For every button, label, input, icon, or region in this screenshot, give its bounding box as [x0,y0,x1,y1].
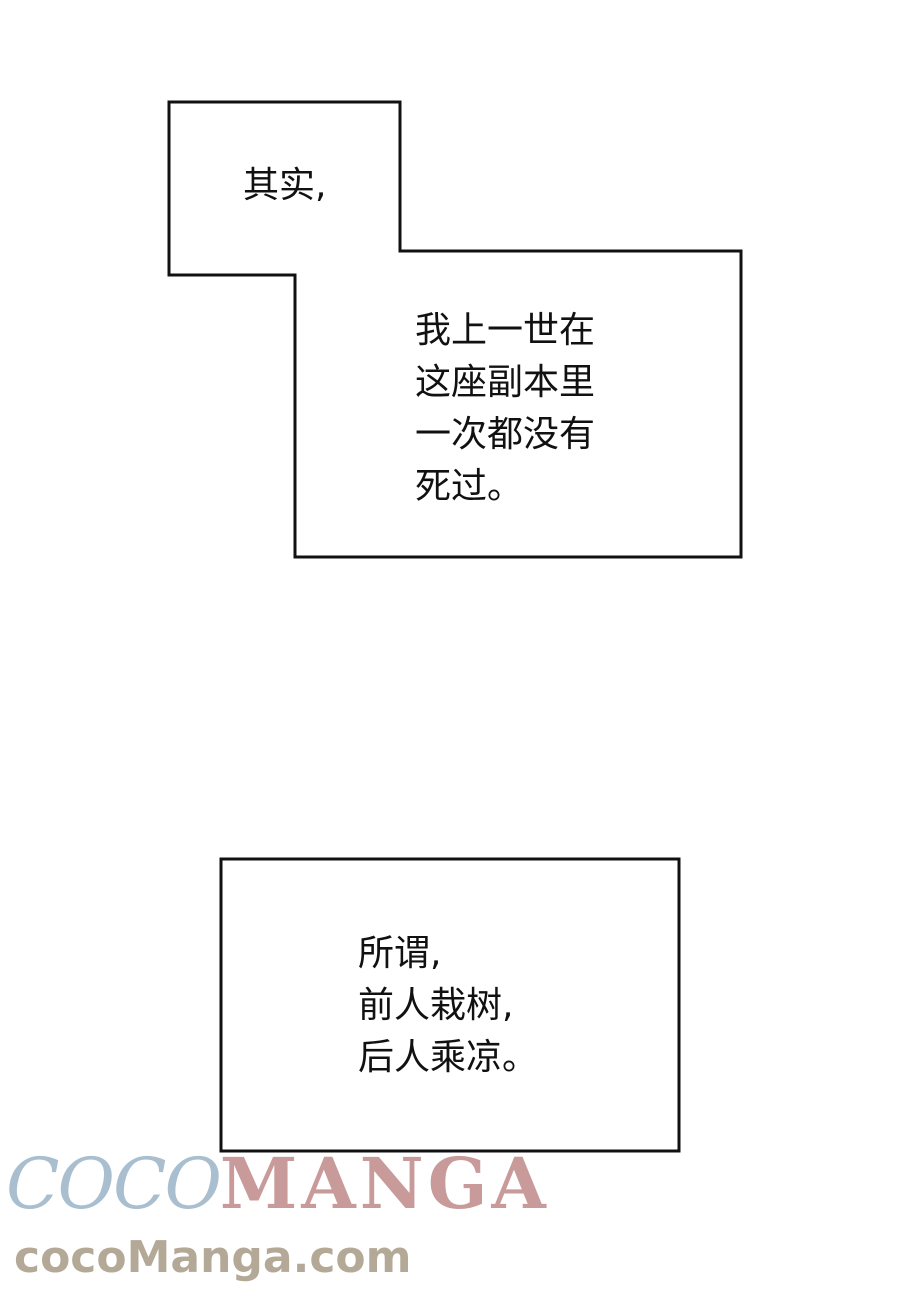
watermark-logo: COCOMANGA [6,1142,550,1225]
watermark-logo-coco: COCO [6,1143,222,1225]
caption-line: 一次都没有 [415,414,596,455]
top-caption-panel: 其实, 我上一世在 这座副本里 一次都没有 死过。 [0,0,900,600]
caption-line: 前人栽树, [358,985,514,1026]
caption-past-life: 我上一世在 这座副本里 一次都没有 死过。 [415,305,595,513]
bottom-caption-panel: 所谓, 前人栽树, 后人乘凉。 [0,840,900,1170]
caption-line: 我上一世在 [415,310,596,351]
stepped-caption-box [167,100,743,559]
rect-caption-box [219,857,681,1153]
caption-intro: 其实, [243,165,327,206]
caption-line: 所谓, [358,933,442,974]
watermark: COCOMANGA cocoManga.com [0,1140,546,1312]
caption-line: 后人乘凉。 [358,1037,539,1078]
caption-line: 这座副本里 [415,362,596,403]
caption-proverb: 所谓, 前人栽树, 后人乘凉。 [358,928,538,1084]
watermark-logo-manga: MANGA [219,1142,550,1225]
caption-line: 死过。 [415,466,524,507]
watermark-url: cocoManga.com [14,1232,412,1283]
